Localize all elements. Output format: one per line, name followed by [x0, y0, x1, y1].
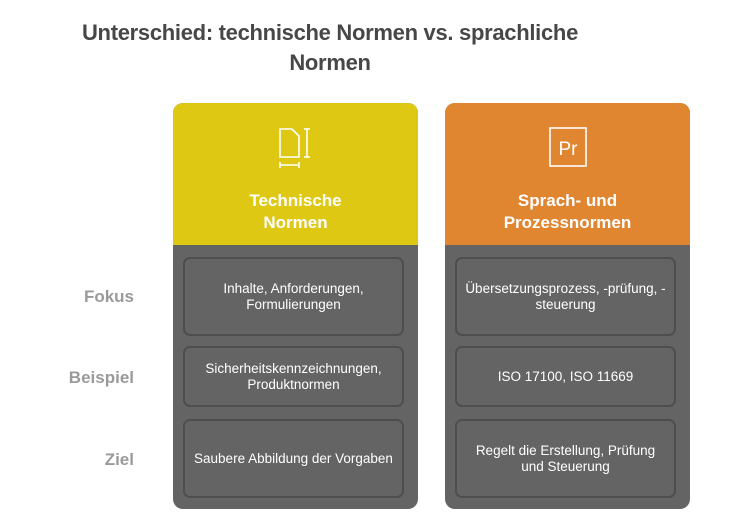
svg-text:Pr: Pr	[558, 139, 578, 160]
column-title: Sprach- und Prozessnormen	[445, 190, 690, 234]
column-header: Pr Sprach- und Prozessnormen	[445, 103, 690, 245]
cell-fokus: Übersetzungsprozess, -prüfung, -steuerun…	[455, 257, 676, 336]
column-title-line1: Technische	[249, 191, 342, 210]
cell-ziel: Saubere Abbildung der Vorgaben	[183, 419, 404, 498]
column-sprach-prozessnormen: Pr Sprach- und Prozessnormen Übersetzung…	[445, 103, 690, 509]
row-label-fokus: Fokus	[83, 287, 134, 306]
column-title-line1: Sprach- und	[517, 191, 618, 210]
column-header: Technische Normen	[173, 103, 418, 245]
column-title-line2: Prozessnormen	[503, 213, 632, 232]
column-technische-normen: Technische Normen Inhalte, Anforderungen…	[173, 103, 418, 509]
pr-box-icon: Pr	[548, 127, 587, 167]
document-ruler-icon	[278, 128, 310, 168]
row-label-ziel: Ziel	[104, 450, 134, 469]
cell-beispiel: ISO 17100, ISO 11669	[455, 346, 676, 407]
column-title: Technische Normen	[173, 190, 418, 234]
cell-ziel: Regelt die Erstellung, Prüfung und Steue…	[455, 419, 676, 498]
cell-fokus: Inhalte, Anforderungen, Formulierungen	[183, 257, 404, 336]
diagram-title: Unterschied: technische Normen vs. sprac…	[81, 20, 579, 75]
column-title-line2: Normen	[263, 213, 328, 232]
row-label-beispiel: Beispiel	[68, 368, 134, 387]
cell-beispiel: Sicherheitskennzeichnungen, Produktnorme…	[183, 346, 404, 407]
